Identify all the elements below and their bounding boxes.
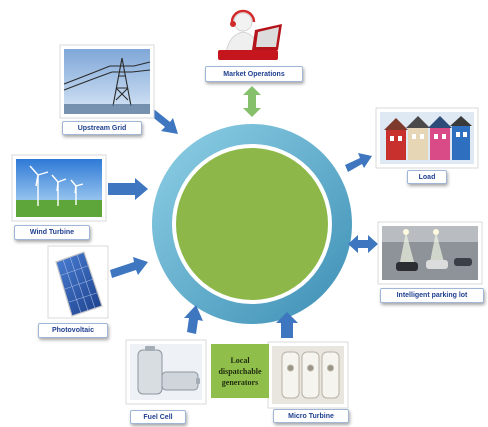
parking-garage-icon — [382, 226, 478, 271]
photovoltaic-arrow — [110, 257, 148, 278]
label-micro-turbine: Micro Turbine — [273, 409, 349, 423]
label-load: Load — [407, 170, 447, 184]
houses-icon — [384, 116, 472, 160]
label-market-operations: Market Operations — [205, 66, 303, 82]
upstream-grid-image — [59, 44, 155, 119]
hub — [152, 124, 352, 324]
fuel-cell-arrow — [184, 305, 203, 334]
load-arrow — [345, 153, 372, 172]
market-operations-image — [218, 9, 282, 60]
micro-turbine-image — [267, 341, 349, 409]
parking-lot-image — [377, 221, 483, 285]
label-local-generators: Local dispatchable generators — [218, 355, 262, 387]
label-upstream-grid: Upstream Grid — [62, 121, 142, 135]
micro-turbine-arrow — [276, 312, 298, 338]
market-double-arrow — [243, 86, 261, 117]
wind-turbine-icon — [29, 165, 84, 206]
battery-cell-icon — [137, 346, 200, 395]
fuel-cell-image — [125, 339, 207, 405]
label-photovoltaic: Photovoltaic — [38, 323, 108, 338]
operator-with-laptop-icon — [218, 9, 282, 60]
arrows — [108, 86, 378, 338]
parking-double-arrow — [348, 235, 378, 253]
wind-turbine-image — [11, 154, 107, 222]
label-fuel-cell: Fuel Cell — [130, 410, 186, 424]
label-wind-turbine: Wind Turbine — [14, 225, 90, 240]
solar-panel-icon — [55, 251, 103, 317]
hub-core — [176, 148, 328, 300]
label-intelligent-parking-lot: Intelligent parking lot — [380, 288, 484, 303]
photovoltaic-image — [47, 245, 109, 319]
micro-turbine-units-icon — [281, 351, 340, 399]
load-image — [375, 107, 479, 169]
wind-turbine-arrow — [108, 178, 148, 200]
local-dispatchable-generators-box: Local dispatchable generators — [211, 344, 269, 398]
transmission-tower-icon — [63, 57, 151, 107]
